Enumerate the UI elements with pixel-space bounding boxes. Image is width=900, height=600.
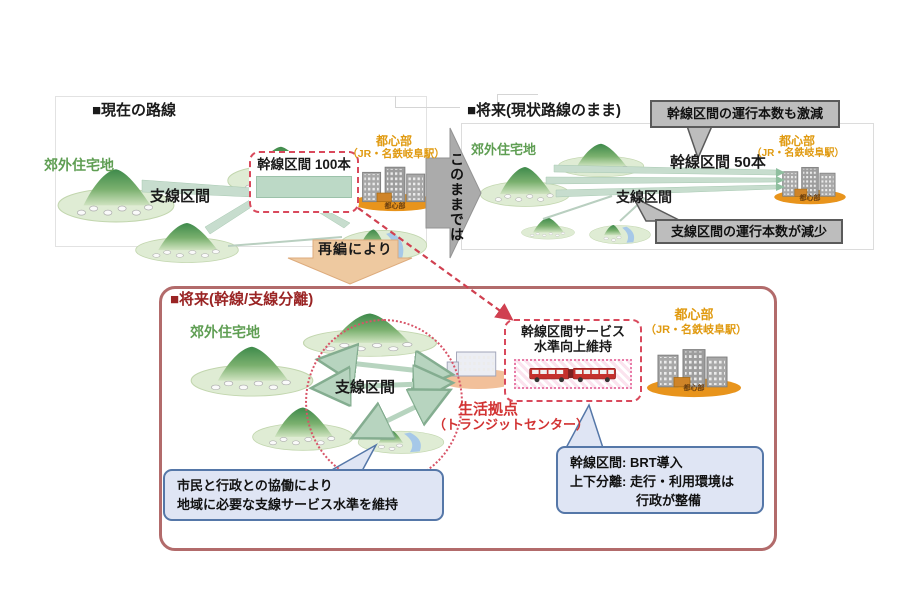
brt-callout-line3: 行政が整備 (636, 493, 702, 508)
future-same-title: ■将来(現状路線のまま) (467, 102, 622, 119)
trunk-service-line2: 水準向上維持 (533, 338, 612, 354)
trunk-service-box: 幹線区間サービス 水準向上維持 (504, 319, 642, 402)
future-same-station-label: （JR・名鉄岐阜駅） (751, 148, 845, 159)
future-split-suburb-label: 郊外住宅地 (190, 324, 260, 340)
city-ellipse-label: 都心部 (683, 385, 705, 392)
citizen-callout-line2: 地域に必要な支線サービス水準を維持 (177, 497, 399, 512)
hub-sublabel: （トランジットセンター） (433, 417, 590, 432)
current-trunk-label: 幹線区間 100本 (257, 157, 351, 172)
stray-bracket-mark (395, 96, 460, 108)
future-split-city-label: 都心部 (674, 307, 714, 322)
future-same-branch-label: 支線区間 (616, 189, 672, 205)
brt-callout-line2: 上下分離: 走行・利用環境は (570, 474, 734, 489)
future-same-suburb-label: 郊外住宅地 (471, 142, 537, 157)
city-ellipse-label: 都心部 (384, 203, 406, 210)
current-branch-label: 支線区間 (150, 188, 211, 205)
city-ellipse-label: 都心部 (799, 195, 821, 202)
future-split-station-label: （JR・名鉄岐阜駅） (644, 324, 748, 336)
current-suburb-label: 郊外住宅地 (44, 157, 114, 173)
reorg-arrow-label: 再編により (318, 241, 393, 257)
current-title: ■現在の路線 (92, 102, 177, 119)
hill-icon (133, 216, 241, 264)
hill-icon (556, 138, 646, 178)
future-split-title: ■将来(幹線/支線分離) (170, 291, 314, 308)
future-same-trunk-callout: 幹線区間の運行本数も激減 (650, 100, 840, 128)
brt-lane (514, 358, 632, 389)
hill-river-icon (588, 218, 652, 246)
brt-callout: 幹線区間: BRT導入 上下分離: 走行・利用環境は 行政が整備 (556, 446, 764, 514)
citizen-callout-line1: 市民と行政との協働により (177, 478, 333, 493)
current-city-label: 都心部 (375, 134, 413, 148)
future-split-branch-label: 支線区間 (335, 379, 396, 396)
stray-bracket-mark (497, 94, 538, 105)
current-station-label: （JR・名鉄岐阜駅） (347, 148, 445, 160)
hill-icon (188, 338, 316, 398)
future-same-city-label: 都心部 (778, 134, 816, 148)
trunk-bar (256, 175, 352, 198)
branch-area-circle (305, 319, 463, 485)
current-trunk-box: 幹線区間 100本 (249, 151, 359, 213)
trunk-service-line1: 幹線区間サービス (520, 324, 625, 339)
hub-label: 生活拠点 (458, 401, 519, 418)
brt-bus-icon (521, 365, 625, 383)
future-same-branch-callout: 支線区間の運行本数が減少 (655, 219, 843, 244)
stay-arrow-label: このままでは (449, 152, 465, 242)
citizen-callout: 市民と行政との協働により 地域に必要な支線サービス水準を維持 (163, 469, 444, 521)
brt-callout-line1: 幹線区間: BRT導入 (570, 455, 683, 470)
hill-icon (520, 214, 576, 240)
